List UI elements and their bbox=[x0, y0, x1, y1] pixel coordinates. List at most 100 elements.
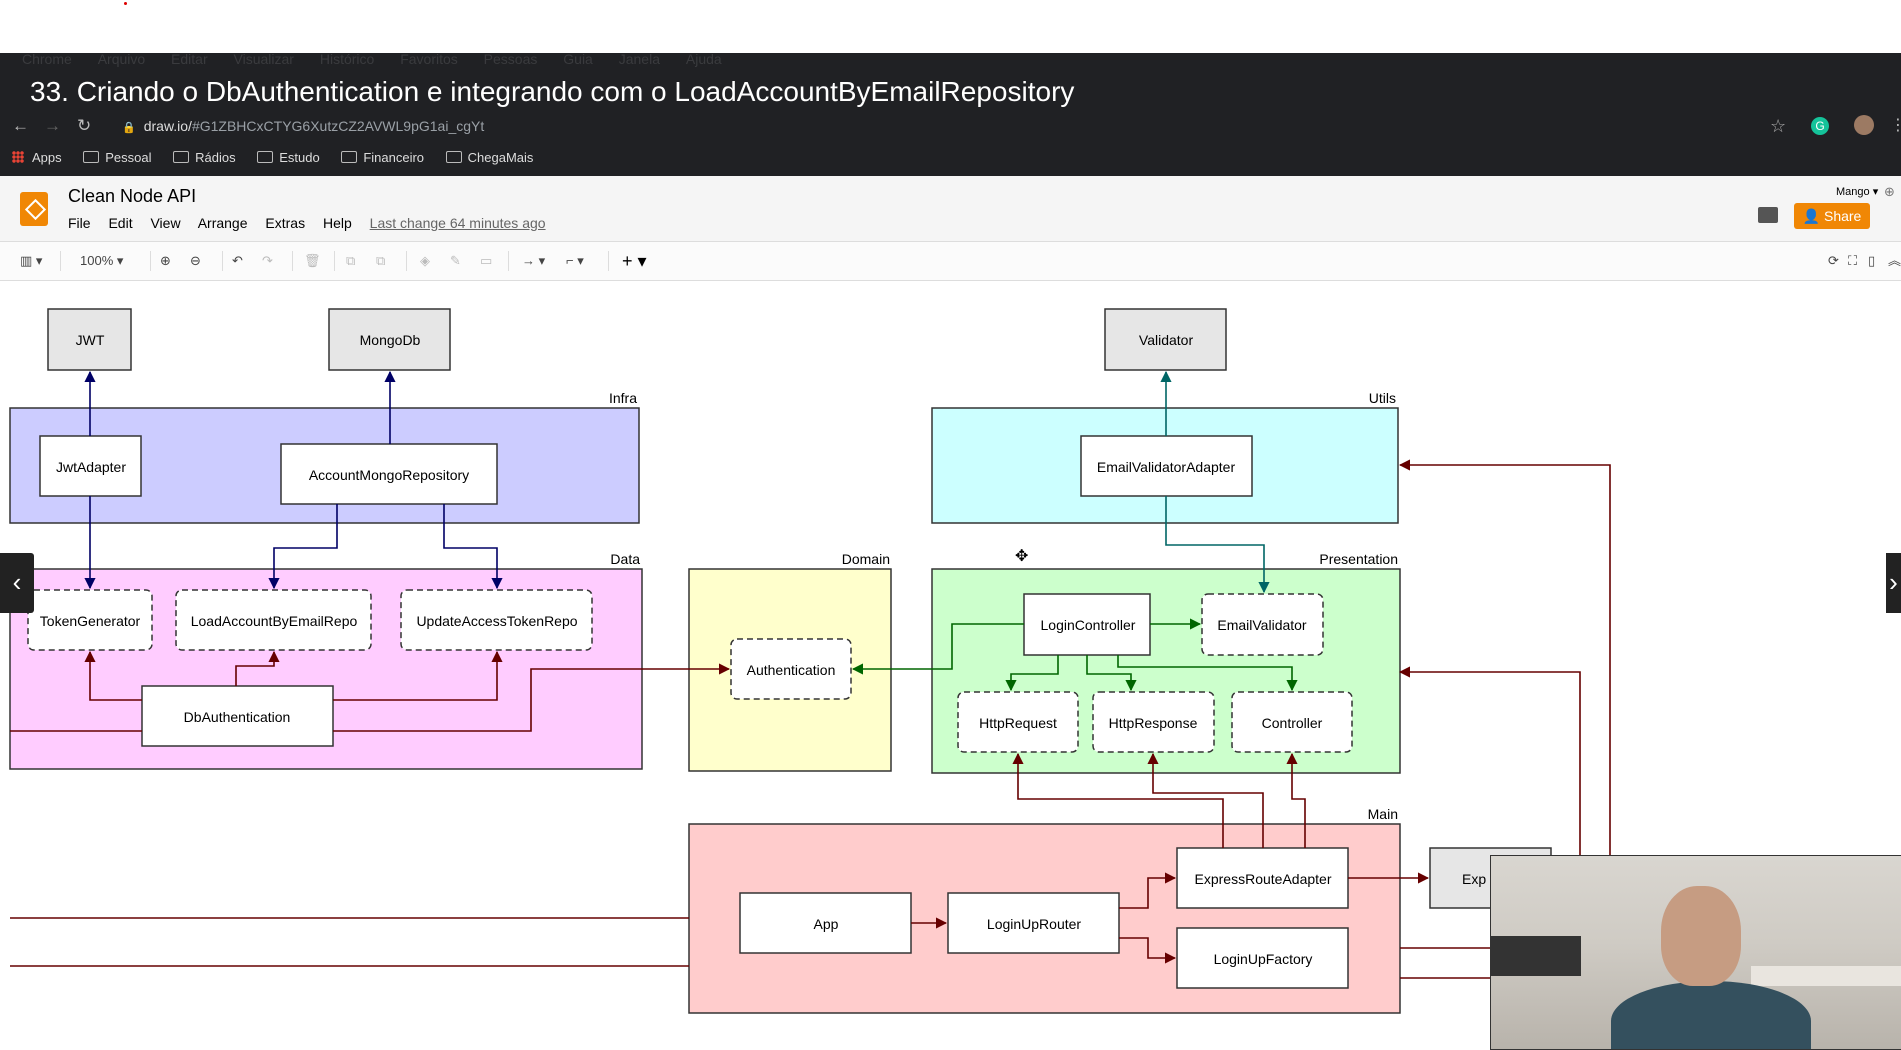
zoom-value: 100% bbox=[80, 253, 114, 268]
reload-icon[interactable]: ↻ bbox=[77, 116, 92, 135]
folder-icon bbox=[341, 151, 358, 163]
node-email-validator-adapter[interactable] bbox=[1080, 435, 1253, 497]
mac-menu-item[interactable]: Favoritos bbox=[400, 53, 458, 67]
node-express-route-adapter[interactable] bbox=[1176, 847, 1349, 909]
mac-menu-item[interactable]: Arquivo bbox=[97, 53, 146, 67]
node-validator-label: Validator bbox=[1139, 332, 1194, 348]
bookmark-apps[interactable]: Apps bbox=[12, 148, 62, 168]
language-globe-icon[interactable]: ⊕ bbox=[1884, 184, 1895, 199]
bookmark-folder-financeiro[interactable]: Financeiro bbox=[341, 148, 424, 168]
drawio-logo-icon[interactable] bbox=[20, 192, 48, 226]
connection-style-icon[interactable]: → ▾ bbox=[522, 253, 546, 268]
node-email-validator[interactable] bbox=[1201, 593, 1324, 656]
mac-menu-item[interactable]: Visualizar bbox=[233, 53, 294, 67]
bookmark-folder-radios[interactable]: Rádios bbox=[173, 148, 236, 168]
insert-plus-icon[interactable]: + ▾ bbox=[622, 251, 647, 271]
chevron-right-icon[interactable]: › bbox=[1886, 553, 1901, 613]
bookmark-label: Rádios bbox=[195, 150, 236, 165]
node-login-up-factory[interactable] bbox=[1176, 927, 1349, 989]
menu-edit[interactable]: Edit bbox=[108, 215, 133, 231]
bookmark-label: ChegaMais bbox=[467, 150, 534, 165]
forward-icon[interactable]: → bbox=[44, 116, 61, 135]
last-change-link[interactable]: Last change 64 minutes ago bbox=[369, 215, 546, 231]
mac-menu-item[interactable]: Chrome bbox=[22, 53, 72, 67]
to-back-icon[interactable]: ⧉ bbox=[376, 253, 386, 268]
profile-avatar[interactable] bbox=[1854, 115, 1874, 135]
mac-menu-item[interactable]: Ajuda bbox=[685, 53, 722, 67]
line-color-icon[interactable]: ✎ bbox=[450, 253, 461, 268]
zoom-in-icon[interactable]: ⊕ bbox=[160, 253, 171, 268]
bookmark-star-icon[interactable]: ☆ bbox=[1770, 116, 1787, 136]
node-http-response[interactable] bbox=[1092, 691, 1215, 753]
chevron-left-icon[interactable]: ‹ bbox=[0, 553, 34, 613]
mac-menu-item[interactable]: Editar bbox=[171, 53, 208, 67]
node-token-generator[interactable] bbox=[27, 589, 153, 651]
format-panel-toggle-icon[interactable]: ▥ ▾ bbox=[20, 253, 43, 268]
node-login-up-router-label: LoginUpRouter bbox=[987, 916, 1082, 932]
back-icon[interactable]: ← bbox=[12, 116, 29, 135]
node-load-account-by-email-repo-label: LoadAccountByEmailRepo bbox=[191, 613, 358, 629]
node-db-authentication-label: DbAuthentication bbox=[184, 709, 291, 725]
node-account-mongo-repository-label: AccountMongoRepository bbox=[309, 467, 469, 483]
browser-menu-icon[interactable]: ⋮ bbox=[1890, 117, 1901, 134]
zoom-select[interactable]: 100% ▾ bbox=[80, 253, 124, 268]
share-button[interactable]: 👤 Share bbox=[1794, 203, 1870, 229]
fill-color-icon[interactable]: ◈ bbox=[420, 253, 430, 268]
node-jwt-adapter[interactable] bbox=[39, 435, 142, 497]
presentation-connectors bbox=[851, 618, 1298, 692]
node-login-controller-label: LoginController bbox=[1041, 617, 1136, 633]
mac-menu-item[interactable]: Guia bbox=[563, 53, 593, 67]
mac-menu-item[interactable]: Pessoas bbox=[483, 53, 538, 67]
node-app[interactable] bbox=[739, 892, 912, 954]
node-jwt[interactable] bbox=[47, 308, 132, 371]
user-name[interactable]: Mango ▾ bbox=[1836, 186, 1879, 198]
node-load-account-by-email-repo[interactable] bbox=[175, 589, 372, 651]
bookmark-folder-chegamais[interactable]: ChegaMais bbox=[445, 148, 534, 168]
sync-icon[interactable]: ⟳ bbox=[1828, 253, 1839, 268]
node-authentication[interactable] bbox=[730, 638, 852, 700]
video-title-overlay: 33. Criando o DbAuthentication e integra… bbox=[30, 76, 1075, 107]
node-login-up-factory-label: LoginUpFactory bbox=[1214, 951, 1313, 967]
comments-icon[interactable] bbox=[1758, 207, 1778, 223]
delete-icon[interactable]: 🗑 bbox=[304, 253, 321, 268]
waypoints-icon[interactable]: ⌐ ▾ bbox=[566, 253, 584, 268]
node-jwt-label: JWT bbox=[76, 332, 105, 348]
menu-file[interactable]: File bbox=[68, 215, 91, 231]
node-controller[interactable] bbox=[1231, 691, 1353, 753]
redo-icon[interactable]: ↷ bbox=[262, 253, 273, 268]
drawio-header bbox=[0, 176, 1901, 242]
bookmark-folder-pessoal[interactable]: Pessoal bbox=[83, 148, 152, 168]
node-account-mongo-repository[interactable] bbox=[280, 443, 498, 505]
format-panel-icon[interactable]: ▯ bbox=[1868, 253, 1876, 268]
bookmarks-bar: Apps Pessoal Rádios Estudo Financeiro Ch… bbox=[12, 148, 551, 168]
node-update-access-token-repo[interactable] bbox=[400, 589, 593, 651]
domain-group-label: Domain bbox=[842, 551, 890, 567]
bookmark-folder-estudo[interactable]: Estudo bbox=[257, 148, 320, 168]
document-title[interactable]: Clean Node API bbox=[68, 186, 197, 206]
undo-icon[interactable]: ↶ bbox=[232, 253, 243, 268]
node-db-authentication[interactable] bbox=[141, 685, 334, 747]
grammarly-extension-icon[interactable]: G bbox=[1811, 117, 1829, 135]
drawio-toolbar: ▥ ▾ 100% ▾ ⊕ ⊖ ↶ ↷ 🗑 ⧉ ⧉ ◈ ✎ ▭ → ▾ ⌐ ▾ +… bbox=[0, 242, 1901, 281]
menu-arrange[interactable]: Arrange bbox=[197, 215, 248, 231]
shadow-icon[interactable]: ▭ bbox=[480, 253, 493, 268]
menu-view[interactable]: View bbox=[150, 215, 181, 231]
node-http-request[interactable] bbox=[957, 691, 1079, 753]
mac-menu-item[interactable]: Histórico bbox=[319, 53, 375, 67]
menu-help[interactable]: Help bbox=[322, 215, 352, 231]
node-login-up-router[interactable] bbox=[947, 892, 1120, 954]
cursor-dot bbox=[124, 2, 127, 5]
node-mongodb[interactable] bbox=[328, 308, 451, 371]
address-bar[interactable]: 🔒draw.io/#G1ZBHCxCTYG6XutzCZ2AVWL9pG1ai_… bbox=[110, 114, 1780, 138]
zoom-out-icon[interactable]: ⊖ bbox=[190, 253, 201, 268]
bookmark-label: Financeiro bbox=[363, 150, 425, 165]
infra-connectors bbox=[84, 370, 503, 590]
collapse-icon[interactable]: ︽ bbox=[1888, 253, 1901, 268]
fullscreen-icon[interactable]: ⛶ bbox=[1848, 253, 1858, 268]
mac-menu-item[interactable]: Janela bbox=[618, 53, 660, 67]
node-validator[interactable] bbox=[1104, 308, 1227, 371]
main-connectors bbox=[10, 459, 1611, 979]
menu-extras[interactable]: Extras bbox=[265, 215, 306, 231]
data-group-label: Data bbox=[610, 551, 640, 567]
to-front-icon[interactable]: ⧉ bbox=[346, 253, 356, 268]
